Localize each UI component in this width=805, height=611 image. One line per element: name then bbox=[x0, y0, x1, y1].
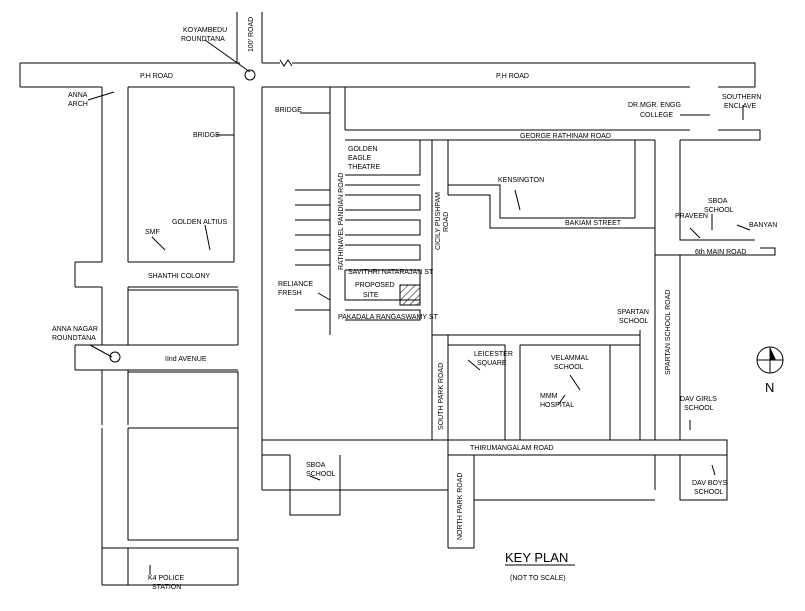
label-golden-eagle-1: GOLDEN bbox=[348, 146, 378, 153]
label-sboa-top-1: SBOA bbox=[708, 198, 728, 205]
label-drmgr-2: COLLEGE bbox=[640, 112, 673, 119]
label-dav-boys-1: DAV BOYS bbox=[692, 480, 728, 487]
label-smf: SMF bbox=[145, 229, 160, 236]
label-k4-2: STATION bbox=[152, 584, 181, 591]
road-label-second-avenue: IInd AVENUE bbox=[165, 356, 207, 363]
label-dav-girls-2: SCHOOL bbox=[684, 405, 714, 412]
road-label-thirumangalam: THIRUMANGALAM ROAD bbox=[470, 445, 554, 452]
label-leicester-2: SQUARE bbox=[477, 360, 507, 367]
label-proposed-site-1: PROPOSED bbox=[355, 282, 395, 289]
label-velammal-2: SCHOOL bbox=[554, 364, 584, 371]
road-network bbox=[19, 12, 776, 586]
north-arrow bbox=[756, 346, 784, 374]
label-k4-1: K4 POLICE bbox=[148, 575, 185, 582]
road-label-6th-main: 6th MAIN ROAD bbox=[695, 249, 746, 256]
road-label-shanthi-colony: SHANTHI COLONY bbox=[148, 273, 211, 280]
label-dav-girls-1: DAV GIRLS bbox=[680, 396, 717, 403]
label-anna-nagar-1: ANNA NAGAR bbox=[52, 326, 98, 333]
label-dav-boys-2: SCHOOL bbox=[694, 489, 724, 496]
road-label-south-park: SOUTH PARK ROAD bbox=[438, 363, 445, 430]
road-label-cicily-pushpam-1: CICILY PUSHPAM bbox=[435, 192, 442, 250]
label-bridge-left: BRIDGE bbox=[193, 132, 220, 139]
label-golden-eagle-3: THEATRE bbox=[348, 164, 380, 171]
label-anna-arch-1: ANNA bbox=[68, 92, 88, 99]
label-spartan-school-2: SCHOOL bbox=[619, 318, 649, 325]
label-reliance-fresh-1: RELIANCE bbox=[278, 281, 313, 288]
road-label-george-rathinam: GEORGE RATHINAM ROAD bbox=[520, 133, 611, 140]
label-golden-eagle-2: EAGLE bbox=[348, 155, 372, 162]
label-anna-arch-2: ARCH bbox=[68, 101, 88, 108]
label-sboa-bottom-2: SCHOOL bbox=[306, 471, 336, 478]
label-proposed-site-2: SITE bbox=[363, 292, 379, 299]
label-banyan: BANYAN bbox=[749, 222, 777, 229]
label-drmgr-1: DR.MGR. ENGG bbox=[628, 102, 681, 109]
label-southern-enclave-2: ENCLAVE bbox=[724, 103, 756, 110]
label-anna-nagar-2: ROUNDTANA bbox=[52, 335, 96, 342]
label-mmm-1: MMM bbox=[540, 393, 558, 400]
key-plan-title: KEY PLAN bbox=[505, 550, 568, 565]
label-mmm-2: HOSPITAL bbox=[540, 402, 574, 409]
road-label-ph-east: P.H ROAD bbox=[496, 73, 529, 80]
label-leicester-1: LEICESTER bbox=[474, 351, 513, 358]
road-label-north-park: NORTH PARK ROAD bbox=[457, 473, 464, 540]
road-label-savithri-natarajan: SAVITHRI NATARAJAN ST bbox=[348, 269, 434, 276]
key-plan-subtitle: (NOT TO SCALE) bbox=[510, 575, 566, 582]
road-label-bakiam: BAKIAM STREET bbox=[565, 220, 622, 227]
label-sboa-top-2: SCHOOL bbox=[704, 207, 734, 214]
road-label-ph-west: P.H ROAD bbox=[140, 73, 173, 80]
road-label-spartan-school: SPARTAN SCHOOL ROAD bbox=[665, 290, 672, 375]
label-praveen: PRAVEEN bbox=[675, 213, 708, 220]
anna-nagar-roundtana-marker bbox=[109, 351, 121, 363]
road-label-pakadala-rangaswamy: PAKADALA RANGASWAMY ST bbox=[338, 314, 439, 321]
label-velammal-1: VELAMMAL bbox=[551, 355, 589, 362]
proposed-site-hatch bbox=[399, 284, 421, 306]
label-sboa-bottom-1: SBOA bbox=[306, 462, 326, 469]
road-label-cicily-pushpam-2: ROAD bbox=[443, 212, 450, 232]
label-kensington: KENSINGTON bbox=[498, 177, 544, 184]
label-southern-enclave-1: SOUTHERN bbox=[722, 94, 761, 101]
north-label: N bbox=[765, 380, 774, 395]
label-bridge-right: BRIDGE bbox=[275, 107, 302, 114]
label-koyambedu-1: KOYAMBEDU bbox=[183, 27, 227, 34]
koyambedu-roundtana-marker bbox=[244, 69, 256, 81]
leader-lines bbox=[87, 39, 751, 575]
label-golden-altius: GOLDEN ALTIUS bbox=[172, 219, 227, 226]
label-reliance-fresh-2: FRESH bbox=[278, 290, 302, 297]
road-label-100ft: 100' ROAD bbox=[248, 17, 255, 52]
label-koyambedu-2: ROUNDTANA bbox=[181, 36, 225, 43]
road-label-rathinavel-pandian: RATHINAVEL PANDIAN ROAD bbox=[338, 173, 345, 270]
label-spartan-school-1: SPARTAN bbox=[617, 309, 649, 316]
